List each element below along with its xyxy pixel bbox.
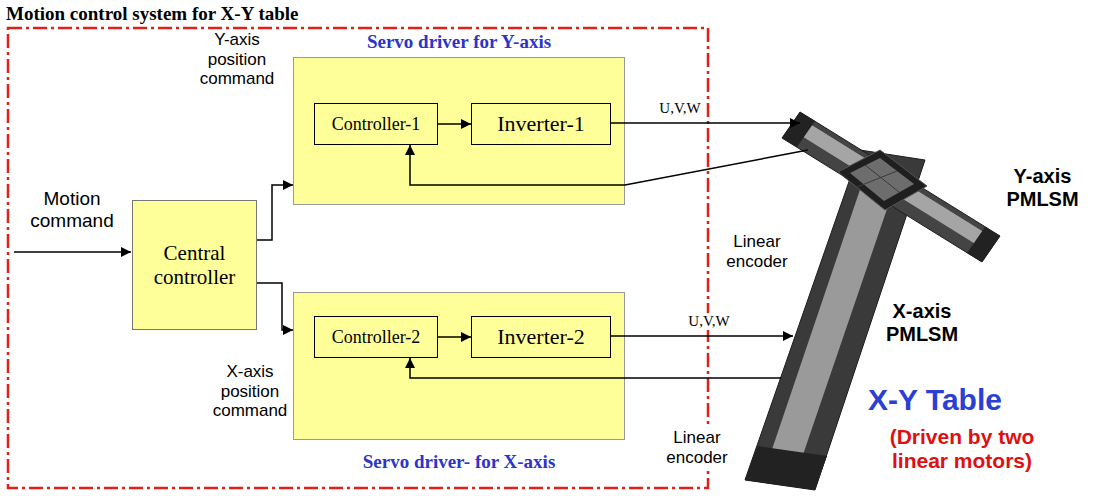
command-label: Y-axis position command: [196, 30, 278, 89]
controller-box: Controller-2: [314, 316, 438, 358]
command-arrow: [438, 336, 471, 338]
plate-groove: [865, 165, 899, 192]
box-label: Inverter-2: [497, 324, 585, 349]
input-label: Motion command: [22, 188, 122, 232]
command-label: X-axis position command: [205, 362, 295, 421]
signal-name: U,V,W: [683, 313, 735, 330]
y-axis-rail: [782, 112, 1000, 262]
signal-name: U,V,W: [650, 100, 710, 117]
command-arrow: [438, 123, 471, 125]
system-boundary: [8, 28, 708, 488]
y-axis-end-block: [967, 227, 1000, 262]
x-axis-end-block: [745, 446, 827, 490]
servo-driver-box: Controller-1Inverter-1Servo driver for Y…: [293, 57, 625, 205]
encoder-feedback: [410, 145, 808, 185]
box-label: Central controller: [133, 241, 256, 289]
power-line: [610, 122, 800, 124]
heading-slot: Servo driver- for X-axis: [294, 451, 624, 473]
box-heading: Servo driver for Y-axis: [367, 31, 551, 52]
encoder-feedback: [410, 358, 781, 378]
y-axis-end-block: [782, 112, 815, 147]
inverter-box: Inverter-2: [471, 316, 611, 358]
figure-note: (Driven by two linear motors): [862, 425, 1062, 473]
servo-driver-box: Controller-2Inverter-2Servo driver- for …: [293, 292, 625, 440]
carriage-plate: [850, 158, 914, 201]
power-line: [610, 335, 793, 337]
sensor-label: Linear encoder: [712, 232, 802, 271]
box-label: Inverter-1: [497, 111, 585, 136]
controller-box: Controller-1: [314, 103, 438, 145]
command-arrow: [257, 283, 293, 330]
plate-groove: [857, 171, 897, 187]
controller-box: Central controller: [132, 200, 257, 330]
diagram-title: Motion control system for X-Y table: [6, 3, 299, 25]
sensor-label: Linear encoder: [655, 428, 739, 467]
box-label: Controller-2: [332, 327, 421, 348]
y-axis-magnet-track: [792, 119, 995, 250]
heading-slot: Servo driver for Y-axis: [294, 31, 624, 53]
motor-label: X-axis PMLSM: [872, 300, 972, 346]
command-arrow: [257, 185, 293, 240]
box-heading: Servo driver- for X-axis: [363, 451, 556, 472]
figure-title: X-Y Table: [845, 383, 1025, 418]
motion-command-arrow: [14, 251, 131, 253]
carriage: [838, 150, 927, 210]
box-label: Controller-1: [332, 114, 421, 135]
motor-label: Y-axis PMLSM: [995, 165, 1090, 211]
x-axis-magnet-track: [765, 166, 900, 478]
inverter-box: Inverter-1: [471, 103, 611, 145]
